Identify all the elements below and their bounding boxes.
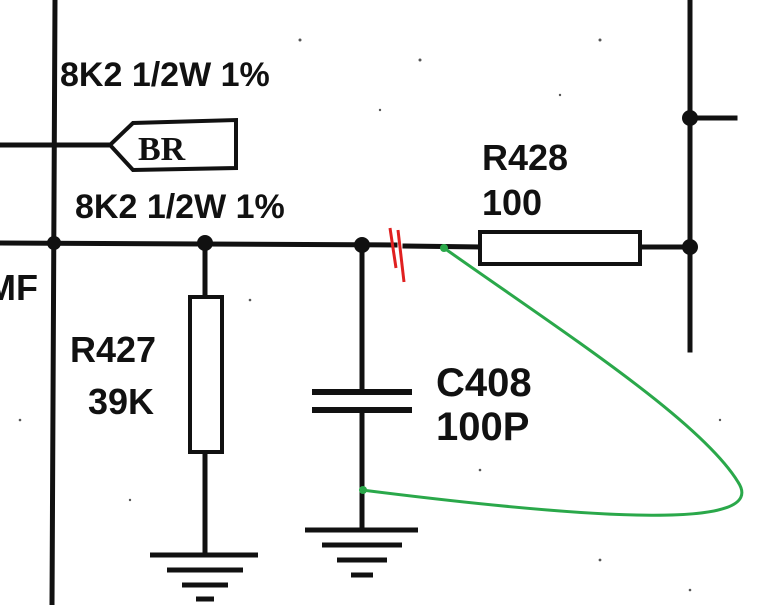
r427-value: 39K	[88, 381, 154, 422]
top-resistor-label: 8K2 1/2W 1%	[60, 56, 270, 94]
r428-value: 100	[482, 182, 542, 223]
c408-value: 100P	[436, 405, 529, 449]
junction-dot-r427	[197, 235, 213, 251]
left-rail-wire	[49, 0, 58, 605]
junction-dot-right-stub	[682, 110, 698, 126]
ground-symbol-c408	[305, 527, 418, 578]
ground-symbol-r427	[150, 552, 258, 602]
green-jumper-wire	[361, 246, 744, 517]
br-net-tag	[107, 117, 238, 173]
r427-reference: R427	[70, 329, 156, 370]
mid-resistor-label: 8K2 1/2W 1%	[75, 188, 285, 226]
junction-dot-c408	[354, 237, 370, 253]
r428-resistor-body	[478, 230, 642, 266]
trace-cut-mark	[388, 227, 406, 283]
jumper-endpoint-top	[440, 244, 448, 252]
left-net-fragment: MF	[0, 267, 38, 308]
r427-resistor-body	[188, 295, 224, 454]
br-tag-label: BR	[138, 131, 186, 168]
c408-reference: C408	[436, 361, 532, 405]
jumper-endpoint-bottom	[359, 486, 367, 494]
junction-dot-left	[47, 236, 61, 250]
junction-dot-right	[682, 239, 698, 255]
r428-reference: R428	[482, 137, 568, 178]
c408-capacitor-symbol	[312, 389, 412, 413]
